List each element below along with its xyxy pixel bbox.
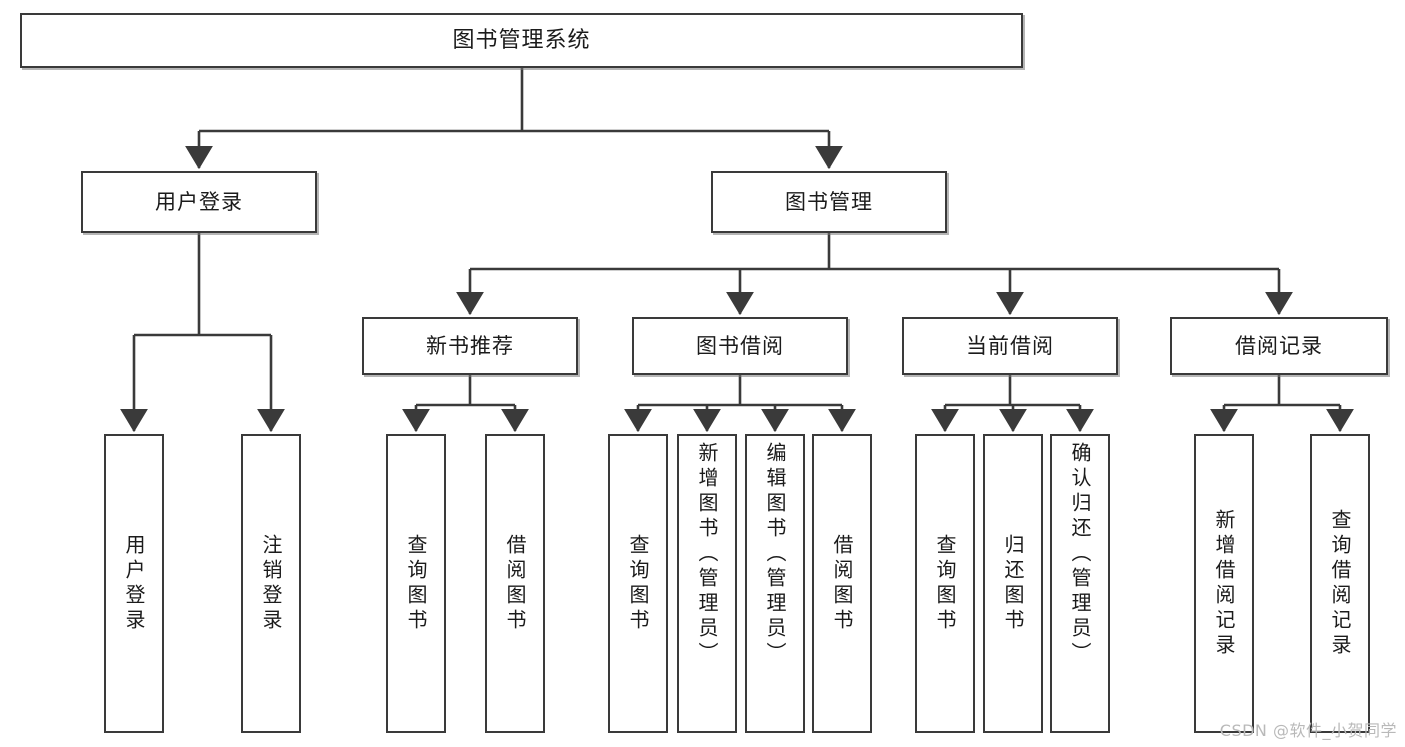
node-book-manage-label: 图书管理 <box>785 189 873 214</box>
node-borrow-record-label: 借阅记录 <box>1235 333 1323 358</box>
node-leaf-rec-add-record[interactable]: 新增借阅记录 <box>1194 434 1254 733</box>
node-user-login[interactable]: 用户登录 <box>81 171 317 233</box>
node-leaf-rec-query-book[interactable]: 查询图书 <box>386 434 446 733</box>
node-new-book-rec[interactable]: 新书推荐 <box>362 317 578 375</box>
node-user-login-label: 用户登录 <box>155 189 243 214</box>
node-leaf-borrow-query-book-label: 查询图书 <box>626 533 650 634</box>
node-leaf-rec-add-record-label: 新增借阅记录 <box>1212 508 1236 659</box>
node-leaf-borrow-edit-book[interactable]: 编辑图书（管理员） <box>745 434 805 733</box>
node-root[interactable]: 图书管理系统 <box>20 13 1023 68</box>
node-leaf-rec-query-record[interactable]: 查询借阅记录 <box>1310 434 1370 733</box>
node-leaf-rec-query-book-label: 查询图书 <box>404 533 428 634</box>
node-root-label: 图书管理系统 <box>452 27 591 53</box>
node-leaf-borrow-edit-book-label: 编辑图书（管理员） <box>763 442 787 667</box>
node-current-borrow[interactable]: 当前借阅 <box>902 317 1118 375</box>
node-book-manage[interactable]: 图书管理 <box>711 171 947 233</box>
node-leaf-borrow-query-book[interactable]: 查询图书 <box>608 434 668 733</box>
node-new-book-rec-label: 新书推荐 <box>426 333 514 358</box>
node-leaf-user-logout[interactable]: 注销登录 <box>241 434 301 733</box>
node-book-borrow[interactable]: 图书借阅 <box>632 317 848 375</box>
node-leaf-rec-borrow-book[interactable]: 借阅图书 <box>485 434 545 733</box>
node-leaf-cur-query-book[interactable]: 查询图书 <box>915 434 975 733</box>
node-leaf-rec-borrow-book-label: 借阅图书 <box>503 533 527 634</box>
node-leaf-cur-return-book-label: 归还图书 <box>1001 533 1025 634</box>
node-leaf-borrow-borrow-book-label: 借阅图书 <box>830 533 854 634</box>
node-leaf-borrow-add-book[interactable]: 新增图书（管理员） <box>677 434 737 733</box>
node-current-borrow-label: 当前借阅 <box>966 333 1054 358</box>
node-leaf-cur-return-book[interactable]: 归还图书 <box>983 434 1043 733</box>
node-leaf-borrow-add-book-label: 新增图书（管理员） <box>695 442 719 667</box>
node-leaf-borrow-borrow-book[interactable]: 借阅图书 <box>812 434 872 733</box>
node-leaf-cur-confirm-return-label: 确认归还（管理员） <box>1068 442 1092 667</box>
node-leaf-cur-confirm-return[interactable]: 确认归还（管理员） <box>1050 434 1110 733</box>
node-borrow-record[interactable]: 借阅记录 <box>1170 317 1388 375</box>
node-leaf-user-login-label: 用户登录 <box>122 533 146 634</box>
node-leaf-user-logout-label: 注销登录 <box>259 533 283 634</box>
node-leaf-cur-query-book-label: 查询图书 <box>933 533 957 634</box>
node-leaf-user-login[interactable]: 用户登录 <box>104 434 164 733</box>
node-book-borrow-label: 图书借阅 <box>696 333 784 358</box>
watermark-text: CSDN @软件_小贺同学 <box>1219 721 1397 740</box>
node-leaf-rec-query-record-label: 查询借阅记录 <box>1328 508 1352 659</box>
